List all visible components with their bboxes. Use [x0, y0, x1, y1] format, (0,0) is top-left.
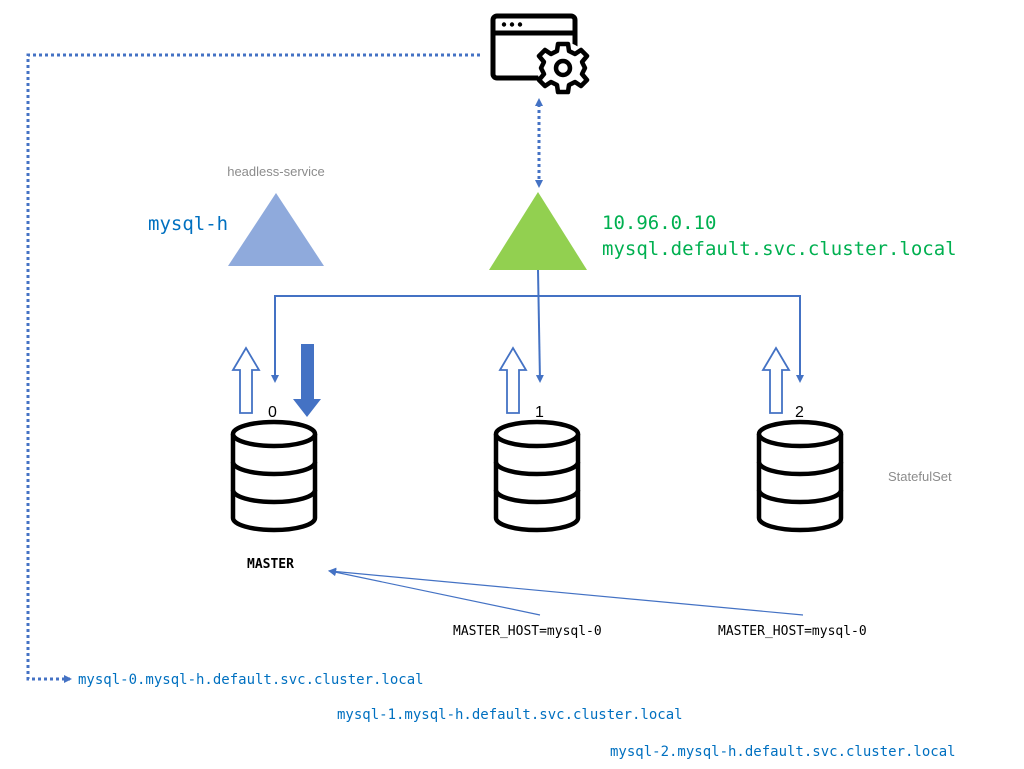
read-arrow-icon-2	[761, 346, 791, 414]
service-ip: 10.96.0.10	[602, 212, 716, 234]
service-fanout-connectors	[271, 269, 804, 383]
write-arrow-icon	[293, 344, 321, 417]
replication-connectors	[328, 567, 804, 616]
client-to-pod0-dns-connector	[26, 53, 480, 683]
pod-2-dns: mysql-2.mysql-h.default.svc.cluster.loca…	[610, 744, 956, 760]
database-icon-0	[230, 419, 318, 533]
pod-index-2: 2	[795, 404, 804, 421]
database-icon-1	[493, 419, 581, 533]
service-triangle	[489, 192, 587, 270]
pod-index-1: 1	[535, 404, 544, 421]
database-icon-2	[756, 419, 844, 533]
pod-index-0: 0	[268, 404, 277, 421]
headless-service-name: mysql-h	[148, 213, 228, 235]
read-arrow-icon-0	[231, 346, 261, 414]
app-settings-icon	[490, 13, 590, 95]
replica-1-env: MASTER_HOST=mysql-0	[453, 624, 602, 639]
master-label: MASTER	[247, 557, 294, 572]
replica-2-env: MASTER_HOST=mysql-0	[718, 624, 867, 639]
service-dns: mysql.default.svc.cluster.local	[602, 238, 957, 260]
pod-0-dns: mysql-0.mysql-h.default.svc.cluster.loca…	[78, 672, 424, 688]
headless-service-caption: headless-service	[227, 164, 325, 179]
statefulset-label: StatefulSet	[888, 469, 952, 484]
read-arrow-icon-1	[498, 346, 528, 414]
headless-service-triangle	[228, 193, 324, 266]
pod-1-dns: mysql-1.mysql-h.default.svc.cluster.loca…	[337, 707, 683, 723]
